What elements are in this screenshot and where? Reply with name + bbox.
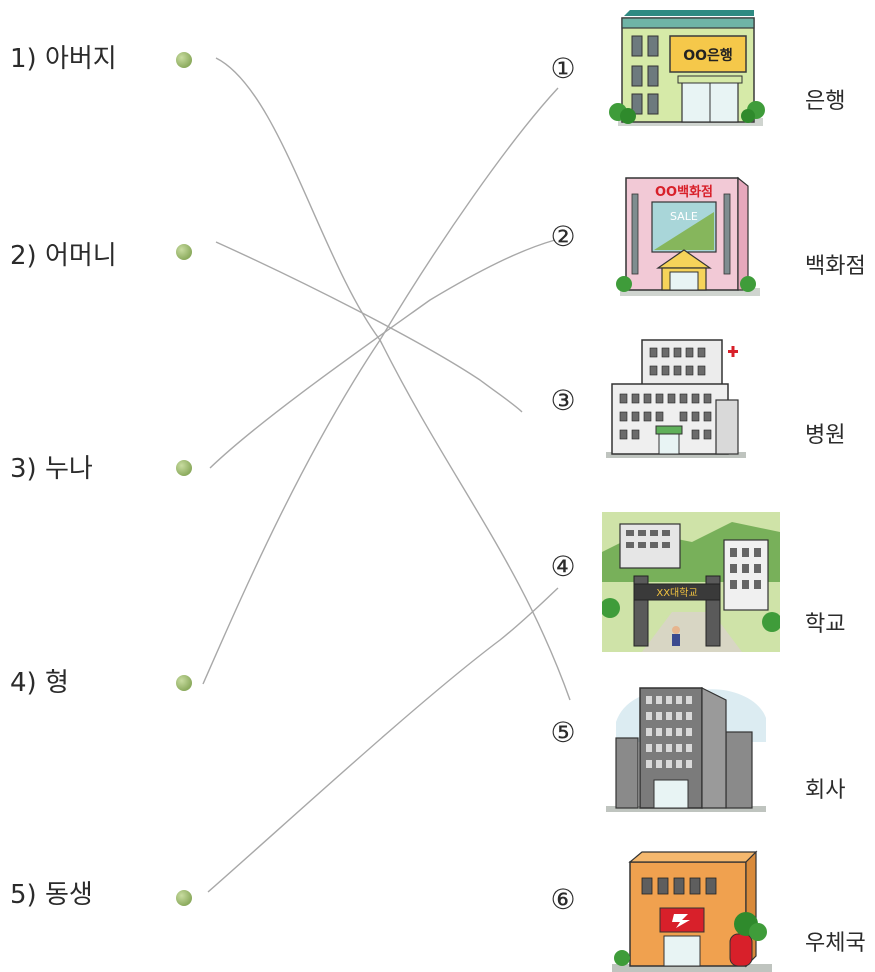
match-dot-3[interactable] bbox=[176, 460, 192, 476]
place-label-bank: 은행 bbox=[805, 89, 846, 114]
school-gate-sign-text: XX대학교 bbox=[656, 587, 697, 599]
match-dot-1[interactable] bbox=[176, 52, 192, 68]
place-label-department-store: 백화점 bbox=[805, 254, 866, 279]
bank-sign-text: OO은행 bbox=[683, 48, 733, 64]
person-item-2: 2) 어머니 bbox=[10, 241, 117, 271]
place-number-6: ⑥ bbox=[550, 883, 576, 916]
match-dot-2[interactable] bbox=[176, 244, 192, 260]
place-number-3: ③ bbox=[550, 384, 576, 417]
post-office-illustration bbox=[612, 850, 772, 972]
place-number-5: ⑤ bbox=[550, 716, 576, 749]
match-line-2 bbox=[215, 241, 523, 413]
office-building-illustration bbox=[606, 687, 766, 812]
match-dot-5[interactable] bbox=[176, 890, 192, 906]
person-item-3: 3) 누나 bbox=[10, 454, 93, 484]
place-label-post-office: 우체국 bbox=[805, 931, 866, 956]
school-illustration: XX대학교 bbox=[602, 512, 780, 652]
hospital-illustration bbox=[606, 339, 746, 458]
bank-building-illustration: OO은행 bbox=[609, 10, 765, 126]
person-item-1: 1) 아버지 bbox=[10, 44, 117, 74]
place-number-2: ② bbox=[550, 220, 576, 253]
place-label-hospital: 병원 bbox=[805, 423, 846, 448]
department-store-sign-text: OO백화점 bbox=[655, 184, 713, 200]
place-number-1: ① bbox=[550, 52, 576, 85]
department-store-illustration: OO백화점 SALE bbox=[616, 176, 760, 296]
match-line-4 bbox=[202, 87, 559, 685]
sale-banner-text: SALE bbox=[670, 210, 698, 223]
match-line-3 bbox=[209, 239, 556, 469]
match-line-5 bbox=[207, 587, 559, 893]
place-label-company: 회사 bbox=[805, 778, 846, 803]
place-number-4: ④ bbox=[550, 550, 576, 583]
match-dot-4[interactable] bbox=[176, 675, 192, 691]
person-item-5: 5) 동생 bbox=[10, 880, 93, 910]
place-label-school: 학교 bbox=[805, 612, 846, 637]
person-item-4: 4) 형 bbox=[10, 668, 69, 698]
match-line-1 bbox=[215, 57, 571, 701]
